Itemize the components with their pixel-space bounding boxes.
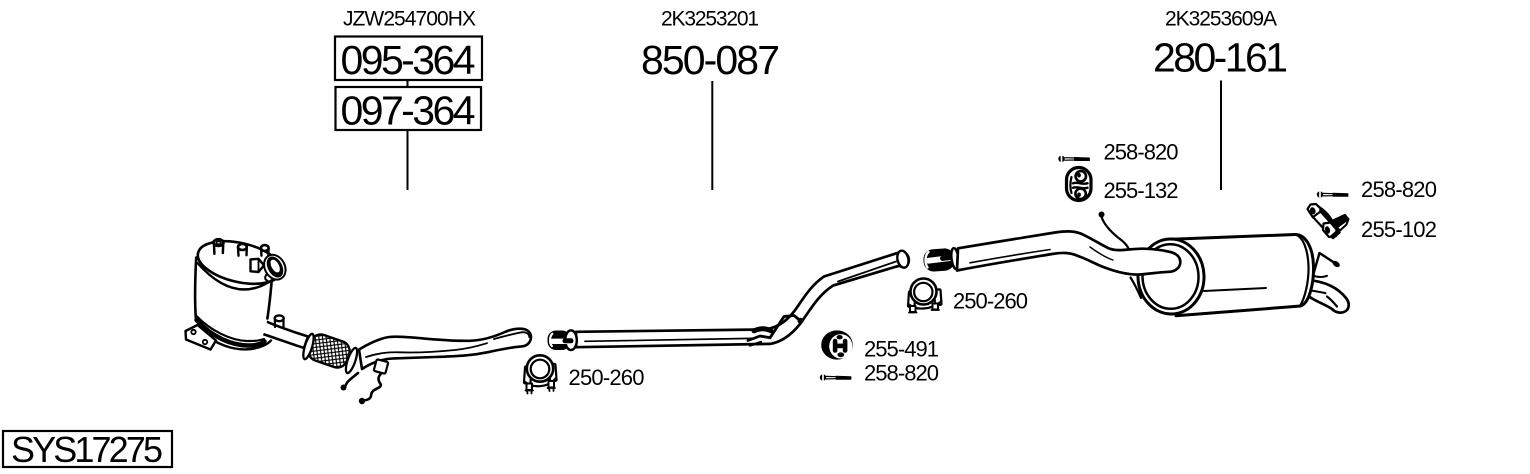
svg-text:SYS17275: SYS17275 xyxy=(11,429,163,470)
svg-text:JZW254700HX: JZW254700HX xyxy=(343,8,476,31)
svg-text:2K3253201: 2K3253201 xyxy=(661,8,759,31)
svg-text:095-364: 095-364 xyxy=(341,37,476,83)
svg-text:258-820: 258-820 xyxy=(1104,139,1179,164)
svg-text:258-820: 258-820 xyxy=(864,360,939,385)
svg-text:258-820: 258-820 xyxy=(1361,177,1437,202)
svg-text:280-161: 280-161 xyxy=(1153,35,1288,81)
svg-text:2K3253609A: 2K3253609A xyxy=(1165,8,1277,31)
svg-text:255-132: 255-132 xyxy=(1104,178,1179,203)
svg-text:255-491: 255-491 xyxy=(864,337,939,362)
svg-text:255-102: 255-102 xyxy=(1361,217,1437,242)
svg-text:097-364: 097-364 xyxy=(341,87,476,133)
svg-text:850-087: 850-087 xyxy=(641,37,780,83)
svg-text:250-260: 250-260 xyxy=(569,365,645,390)
svg-text:250-260: 250-260 xyxy=(953,288,1028,313)
